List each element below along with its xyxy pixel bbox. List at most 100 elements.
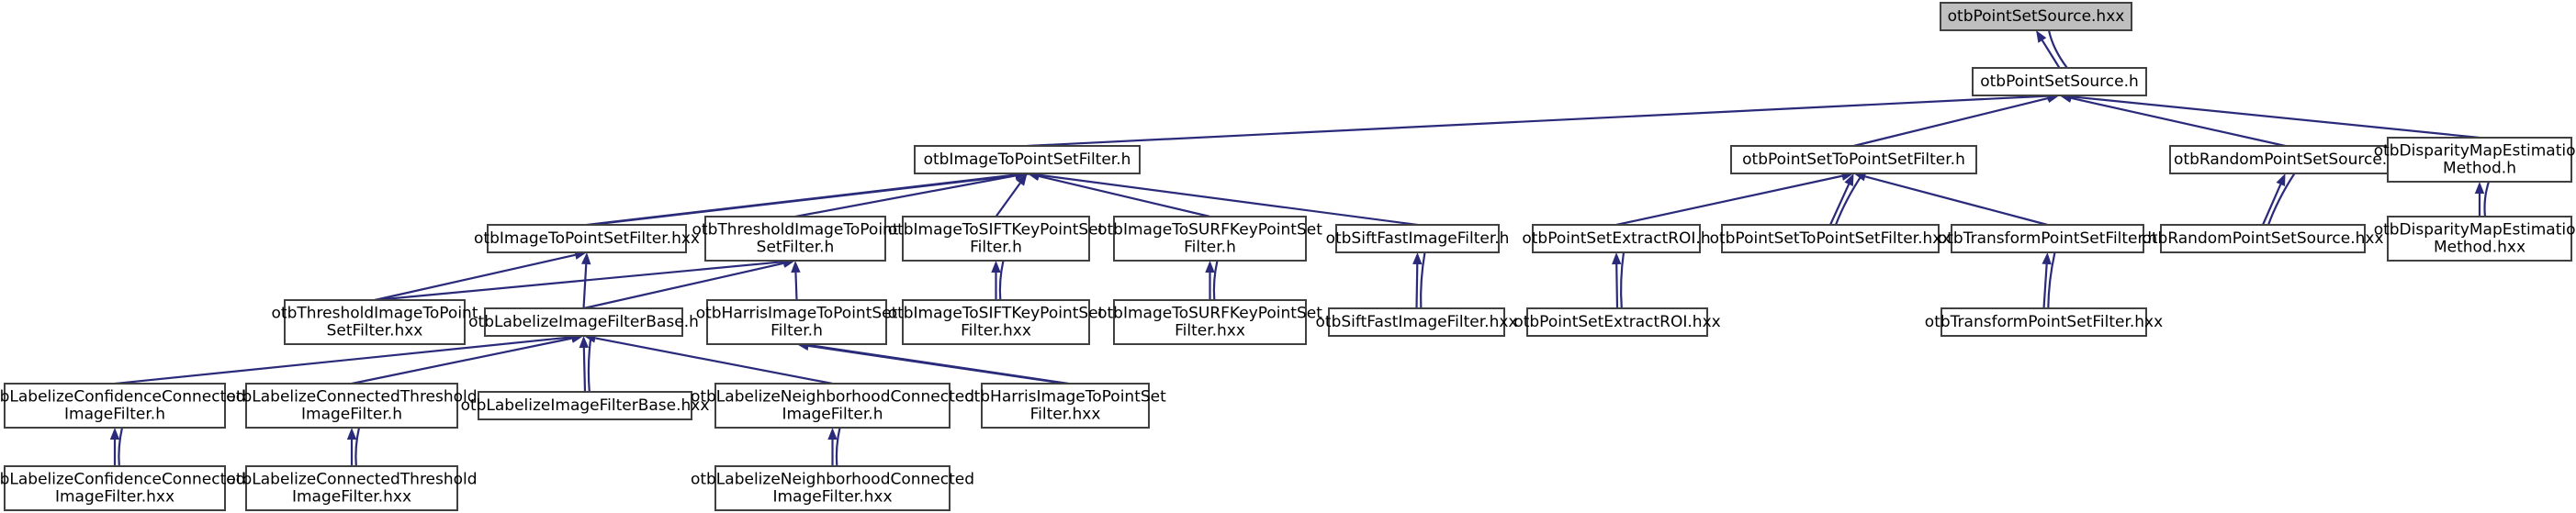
graph-node[interactable]: otbHarrisImageToPointSetFilter.hxxotbHar… (964, 383, 1166, 429)
dependency-edge (590, 172, 1033, 227)
graph-node[interactable]: otbImageToPointSetFilter.hxxotbImageToPo… (474, 224, 700, 253)
graph-node[interactable]: otbHarrisImageToPointSetFilter.hotbHarri… (696, 299, 898, 345)
dependency-edge (1853, 94, 2060, 148)
node-box[interactable] (704, 216, 886, 262)
node-box[interactable] (245, 383, 458, 429)
node-label: otbLabelizeConfidenceConnected (0, 471, 245, 489)
node-label: Method.hxx (2434, 239, 2525, 257)
graph-node[interactable]: otbSiftFastImageFilter.hxxotbSiftFastIma… (1316, 307, 1518, 337)
node-box[interactable] (4, 465, 226, 511)
node-box[interactable] (1328, 307, 1505, 337)
node-box[interactable] (1972, 67, 2147, 96)
graph-node[interactable]: otbImageToSURFKeyPointSetFilter.hotbImag… (1097, 216, 1322, 262)
node-label: otbRandomPointSetSource.h (2174, 151, 2397, 169)
graph-node[interactable]: otbLabelizeConnectedThresholdImageFilter… (226, 465, 478, 511)
graph-node[interactable]: otbPointSetToPointSetFilter.hotbPointSet… (1730, 145, 1977, 174)
node-box[interactable] (902, 216, 1090, 262)
node-box[interactable] (478, 391, 692, 420)
node-box[interactable] (1951, 224, 2144, 253)
node-box[interactable] (902, 299, 1090, 345)
node-label: otbImageToPointSetFilter.h (924, 151, 1131, 169)
graph-node[interactable]: otbDisparityMapEstimationMethod.hxxotbDi… (2374, 216, 2576, 262)
dependency-edge (1615, 171, 1854, 227)
dependency-edge (1212, 260, 1219, 301)
dependency-edge (791, 261, 801, 301)
graph-node[interactable]: otbLabelizeNeighborhoodConnectedImageFil… (691, 383, 974, 429)
node-box[interactable] (714, 465, 951, 511)
dependency-edge (1420, 251, 1426, 309)
node-box[interactable] (714, 383, 951, 429)
graph-node[interactable]: otbLabelizeConfidenceConnectedImageFilte… (0, 383, 245, 429)
node-label: otbSiftFastImageFilter.hxx (1316, 313, 1518, 331)
graph-node[interactable]: otbLabelizeNeighborhoodConnectedImageFil… (691, 465, 974, 511)
node-label: otbRandomPointSetSource.hxx (2142, 229, 2383, 248)
graph-node[interactable]: otbSiftFastImageFilter.hotbSiftFastImage… (1326, 224, 1510, 253)
graph-node[interactable]: otbPointSetExtractROI.hxxotbPointSetExtr… (1513, 307, 1721, 337)
graph-node[interactable]: otbTransformPointSetFilter.hxxotbTransfo… (1925, 307, 2163, 337)
node-label: SetFilter.hxx (327, 322, 423, 340)
node-label: Method.h (2443, 160, 2516, 178)
dependency-edge (835, 427, 841, 467)
node-box[interactable] (1113, 216, 1307, 262)
node-label: otbTransformPointSetFilter.hxx (1925, 313, 2163, 331)
node-box[interactable] (1335, 224, 1500, 253)
dependency-edge (2261, 173, 2286, 226)
graph-node[interactable]: otbDisparityMapEstimationMethod.hotbDisp… (2374, 137, 2576, 183)
node-label: otbSiftFastImageFilter.h (1326, 229, 1510, 248)
node-label: otbHarrisImageToPointSet (964, 388, 1166, 407)
node-label: otbImageToSURFKeyPointSet (1097, 221, 1322, 240)
graph-node[interactable]: otbImageToSIFTKeyPointSetFilter.hotbImag… (888, 216, 1105, 262)
node-box[interactable] (1940, 307, 2147, 337)
dependency-edge (374, 250, 587, 302)
node-label: otbImageToPointSetFilter.hxx (474, 229, 700, 248)
graph-node[interactable]: otbPointSetSource.hotbPointSetSource.h (1972, 67, 2147, 96)
node-label: ImageFilter.h (301, 406, 402, 424)
graph-node[interactable]: otbRandomPointSetSource.hxxotbRandomPoin… (2142, 224, 2384, 253)
graph-node[interactable]: otbImageToSURFKeyPointSetFilter.hxxotbIm… (1097, 299, 1322, 345)
graph-node[interactable]: otbImageToSIFTKeyPointSetFilter.hxxotbIm… (888, 299, 1105, 345)
graph-node[interactable]: otbTransformPointSetFilter.hotbTransform… (1938, 224, 2157, 253)
node-label: otbThresholdImageToPoint (692, 221, 899, 240)
graph-node[interactable]: otbLabelizeConfidenceConnectedImageFilte… (0, 465, 245, 511)
node-box[interactable] (1730, 145, 1977, 174)
dependency-edge (2267, 173, 2296, 226)
node-box[interactable] (914, 145, 1141, 174)
node-box[interactable] (2387, 137, 2572, 183)
node-box[interactable] (1721, 224, 1940, 253)
node-box[interactable] (4, 383, 226, 429)
node-box[interactable] (284, 299, 466, 345)
graph-node[interactable]: otbLabelizeConnectedThresholdImageFilter… (226, 383, 478, 429)
node-box[interactable] (706, 299, 887, 345)
node-box[interactable] (2169, 145, 2402, 174)
node-label: otbDisparityMapEstimation (2374, 221, 2576, 240)
node-box[interactable] (245, 465, 458, 511)
graph-node[interactable]: otbImageToPointSetFilter.hotbImageToPoin… (914, 145, 1141, 174)
dependency-edge (118, 427, 124, 467)
graph-node[interactable]: otbLabelizeImageFilterBase.hotbLabelizeI… (468, 307, 699, 337)
node-box[interactable] (1532, 224, 1701, 253)
root-node-box[interactable] (1940, 2, 2132, 31)
node-label: Filter.hxx (1030, 406, 1101, 424)
dependency-edge (1853, 172, 2048, 227)
node-box[interactable] (1526, 307, 1708, 337)
node-box[interactable] (484, 307, 683, 337)
node-box[interactable] (2387, 216, 2572, 262)
dependency-edge (2474, 182, 2485, 217)
node-box[interactable] (981, 383, 1150, 429)
node-box[interactable] (2160, 224, 2366, 253)
graph-node[interactable]: otbPointSetExtractROI.hotbPointSetExtrac… (1522, 224, 1711, 253)
node-box[interactable] (487, 224, 687, 253)
node-label: SetFilter.h (757, 239, 835, 257)
node-label: otbImageToSURFKeyPointSet (1097, 305, 1322, 323)
graph-node[interactable]: otbRandomPointSetSource.hotbRandomPointS… (2169, 145, 2402, 174)
graph-node[interactable]: otbPointSetSource.hxxotbPointSetSource.h… (1940, 2, 2132, 31)
graph-node[interactable]: otbPointSetToPointSetFilter.hxxotbPointS… (1710, 224, 1952, 253)
graph-node[interactable]: otbThresholdImageToPointSetFilter.hotbTh… (692, 216, 899, 262)
node-box[interactable] (1113, 299, 1307, 345)
dependency-edge (1412, 252, 1423, 309)
graph-node[interactable]: otbThresholdImageToPointSetFilter.hxxotb… (272, 299, 478, 345)
node-label: otbPointSetSource.h (1980, 72, 2139, 91)
graph-node[interactable]: otbLabelizeImageFilterBase.hxxotbLabeliz… (461, 391, 710, 420)
node-label: otbPointSetToPointSetFilter.hxx (1710, 229, 1952, 248)
